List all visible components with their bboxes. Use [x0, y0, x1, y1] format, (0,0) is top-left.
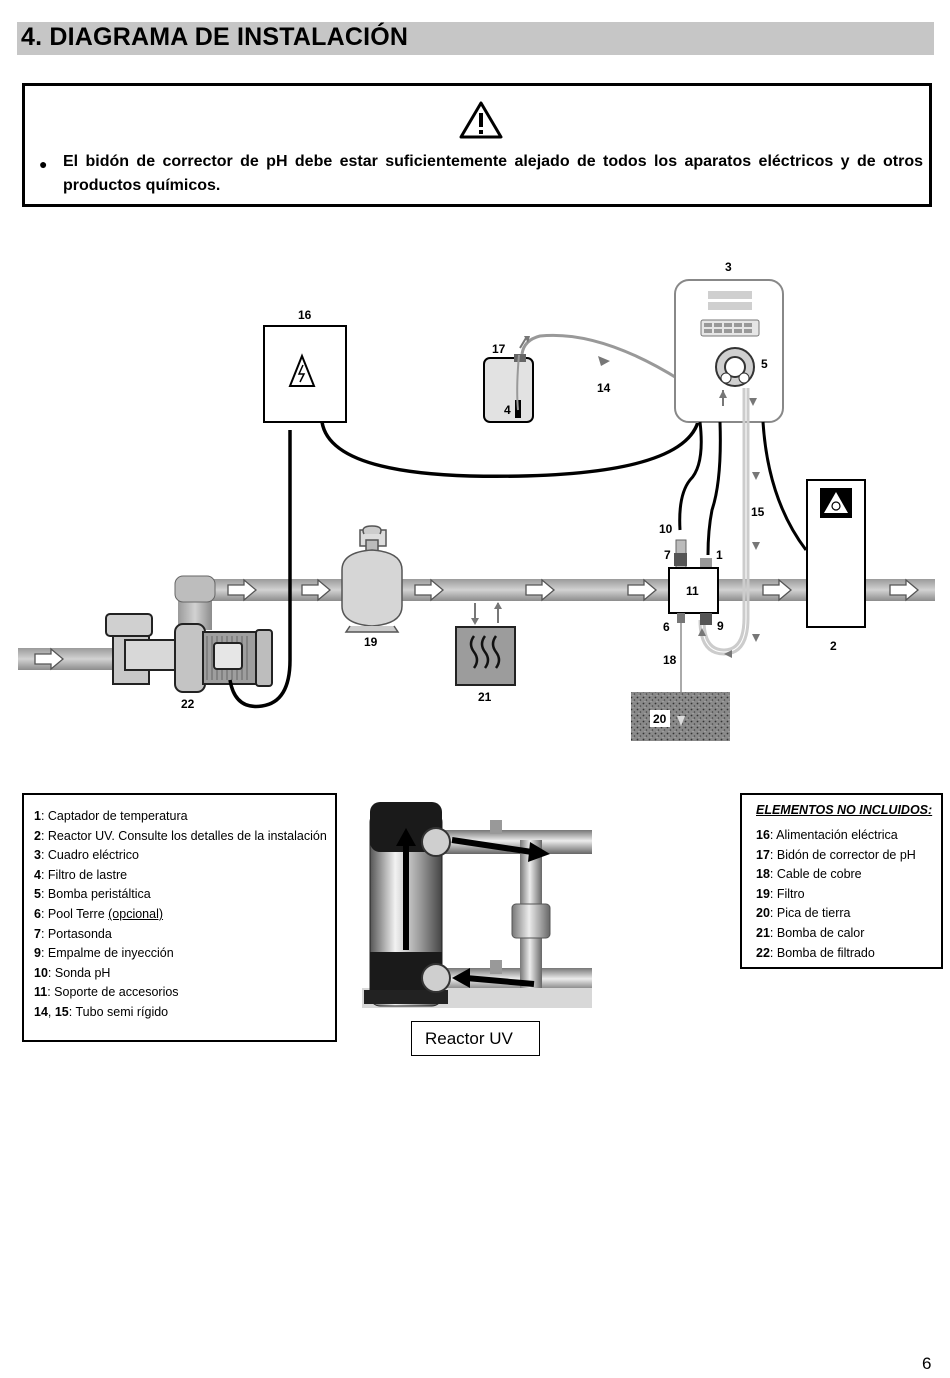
label-10: 10	[659, 522, 673, 536]
label-7: 7	[664, 548, 671, 562]
legend-not-included-box: ELEMENTOS NO INCLUIDOS: 16: Alimentación…	[740, 793, 943, 969]
label-16: 16	[298, 308, 312, 322]
label-15: 15	[751, 505, 765, 519]
list-item: 19: Filtro	[756, 886, 805, 901]
section-title: 4. DIAGRAMA DE INSTALACIÓN	[21, 23, 409, 51]
legend-not-included-list: 16: Alimentación eléctrica 17: Bidón de …	[756, 826, 916, 963]
list-item: 3: Cuadro eléctrico	[34, 848, 139, 863]
label-20: 20	[653, 712, 667, 726]
legend-included-list: 1: Captador de temperatura 2: Reactor UV…	[34, 807, 327, 1023]
legend-heading: ELEMENTOS NO INCLUIDOS:	[756, 803, 933, 817]
legend-included-box: 1: Captador de temperatura 2: Reactor UV…	[22, 793, 337, 1042]
label-17: 17	[492, 342, 506, 356]
label-4: 4	[504, 403, 511, 417]
list-item: 7: Portasonda	[34, 926, 112, 941]
bullet-icon: ●	[39, 156, 48, 172]
list-item: 22: Bomba de filtrado	[756, 945, 875, 960]
label-22: 22	[181, 697, 195, 711]
list-item: 5: Bomba peristáltica	[34, 887, 151, 902]
list-item: 18: Cable de cobre	[756, 867, 862, 882]
label-19: 19	[364, 635, 378, 649]
list-item: 9: Empalme de inyección	[34, 946, 174, 961]
label-5: 5	[761, 357, 768, 371]
list-item: 2: Reactor UV. Consulte los detalles de …	[34, 828, 327, 843]
label-1: 1	[716, 548, 723, 562]
label-2: 2	[830, 639, 837, 653]
list-item: 6: Pool Terre (opcional)	[34, 906, 164, 921]
list-item: 10: Sonda pH	[34, 965, 111, 980]
section-title-bar: 4. DIAGRAMA DE INSTALACIÓN	[17, 22, 934, 55]
reactor-uv-photo	[362, 800, 592, 1020]
reactor-caption: Reactor UV	[411, 1021, 540, 1056]
label-9: 9	[717, 619, 724, 633]
page-number: 6	[922, 1354, 932, 1373]
label-18: 18	[663, 653, 677, 667]
peristaltic-pump	[715, 347, 755, 387]
list-item: 11: Soporte de accesorios	[34, 985, 179, 1000]
high-voltage-icon	[288, 353, 316, 387]
warning-text: El bidón de corrector de pH debe estar s…	[63, 153, 923, 194]
label-11: 11	[686, 584, 699, 598]
label-6: 6	[663, 620, 670, 634]
list-item: 20: Pica de tierra	[756, 906, 851, 921]
electrical-supply-box	[263, 325, 347, 423]
label-21: 21	[478, 690, 492, 704]
heat-waves-icon	[469, 635, 501, 669]
list-item: 16: Alimentación eléctrica	[756, 828, 898, 842]
list-item: 21: Bomba de calor	[756, 925, 865, 940]
label-3: 3	[725, 260, 732, 274]
list-item: 17: Bidón de corrector de pH	[756, 847, 916, 862]
warning-triangle-icon	[459, 101, 503, 139]
flow-arrows	[34, 578, 920, 671]
warning-box: ● El bidón de corrector de pH debe estar…	[22, 83, 932, 207]
installation-diagram: 3 16 17 5 14 4 15 10 7 1 11 6 9 2 19 18 …	[18, 260, 935, 741]
heat-pump	[455, 626, 516, 686]
list-item: 1: Captador de temperatura	[34, 809, 188, 823]
sand-filter	[341, 525, 403, 633]
accessory-support	[668, 567, 719, 614]
list-item: 14, 15: Tubo semi rígido	[34, 1004, 169, 1019]
filter-pump	[105, 613, 273, 693]
label-14: 14	[597, 381, 611, 395]
list-item: 4: Filtro de lastre	[34, 867, 128, 882]
